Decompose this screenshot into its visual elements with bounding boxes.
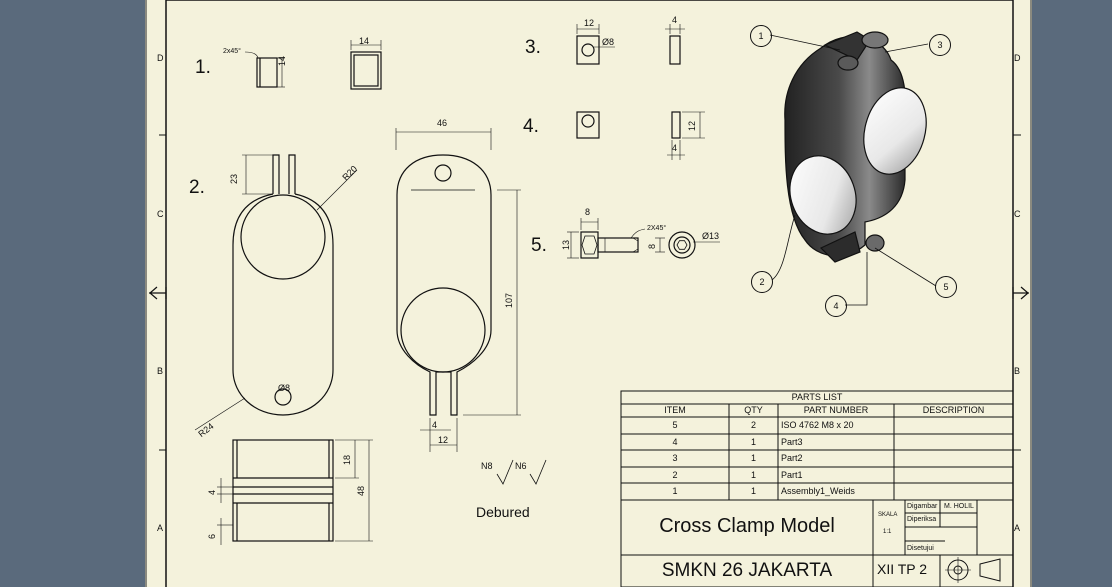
zone-a-right: A [1014,523,1021,533]
row-5-qty: 2 [750,420,756,430]
drawn-label: Digambar [907,503,938,510]
view-3-number: 3. [525,37,541,58]
v1-height-dim: 14 [277,55,287,66]
zone-d-left: D [157,53,164,63]
checked-label: Diperiksa [907,516,937,523]
v3-width-dim: 12 [584,18,595,28]
approved-label: Disetujui [907,545,934,552]
parts-list-header-part-number: PART NUMBER [803,405,869,415]
row-4-item: 4 [672,437,678,447]
v1-chamfer-dim: 2x45° [223,48,241,55]
main-height-dim: 107 [504,292,514,308]
parts-list-header-description: DESCRIPTION [922,405,985,415]
deburred-note: Debured [476,504,530,520]
main-gap-dim: 4 [432,420,438,430]
parts-list-title: PARTS LIST [791,392,843,402]
row-2-item: 2 [672,470,678,480]
zone-b-right: B [1014,366,1021,376]
v3-hole-dim: Ø8 [602,37,615,47]
v4-thick-dim: 4 [672,143,678,153]
row-1-qty: 1 [750,486,756,496]
row-3-part: Part2 [781,453,803,463]
surface-finish-n8: N8 [481,461,493,471]
zone-d-right: D [1014,53,1021,63]
row-3-qty: 1 [750,453,756,463]
parts-list-header-qty: QTY [744,405,763,415]
balloon-1: 1 [750,25,772,47]
row-2-part: Part1 [781,470,803,480]
drawn-by: M. HOLIL [944,503,974,510]
side-48-dim: 48 [356,485,366,496]
balloon-2: 2 [751,271,773,293]
row-5-item: 5 [672,420,678,430]
technical-drawing [145,0,1032,587]
v5-head-length-dim: 8 [585,207,591,217]
zone-a-left: A [157,523,164,533]
row-5-part: ISO 4762 M8 x 20 [781,420,854,430]
balloon-3: 3 [929,34,951,56]
row-2-qty: 1 [750,470,756,480]
scale-value: 1:1 [883,529,892,535]
title-block-grid [620,499,1014,587]
surface-finish-n6: N6 [515,461,527,471]
main-foot-dim: 12 [438,435,449,445]
row-1-item: 1 [672,486,678,496]
balloon-4: 4 [825,295,847,317]
view-2-number: 2. [189,177,205,198]
view-5-number: 5. [531,235,547,256]
drawing-title: Cross Clamp Model [659,515,835,537]
side-18-dim: 18 [342,454,352,465]
row-3-item: 3 [672,453,678,463]
assembly-3d-view [784,31,927,263]
row-4-part: Part3 [781,437,803,447]
zone-b-left: B [157,366,164,376]
parts-list-header-item: ITEM [664,405,686,415]
v1-width-dim: 14 [359,36,370,46]
v4-height-dim: 12 [687,120,697,131]
balloon-5: 5 [935,276,957,298]
v5-dia-dim: Ø13 [702,231,720,241]
v2-hole-dim: Ø8 [278,383,291,393]
v3-thick-dim: 4 [672,15,678,25]
v5-shank-dim: 8 [647,243,657,249]
v2-slot-depth-dim: 23 [229,173,239,184]
side-6-dim: 6 [207,533,217,539]
side-4-dim: 4 [207,489,217,495]
drawing-sheet: D C B A D C B A 1. 2. 3. 4. 5. 2x45° 14 … [145,0,1032,587]
view-1-number: 1. [195,57,211,78]
v5-head-dia-dim: 13 [561,239,571,250]
zone-c-left: C [157,209,164,219]
zone-c-right: C [1014,209,1021,219]
class-name: XII TP 2 [877,561,928,577]
scale-label: SKALA [878,512,898,518]
v5-chamfer-dim: 2X45° [647,225,667,232]
main-width-dim: 46 [437,118,448,128]
view-4-number: 4. [523,116,539,137]
row-4-qty: 1 [750,437,756,447]
school-name: SMKN 26 JAKARTA [661,560,833,581]
row-1-part: Assembly1_Weids [781,486,855,496]
